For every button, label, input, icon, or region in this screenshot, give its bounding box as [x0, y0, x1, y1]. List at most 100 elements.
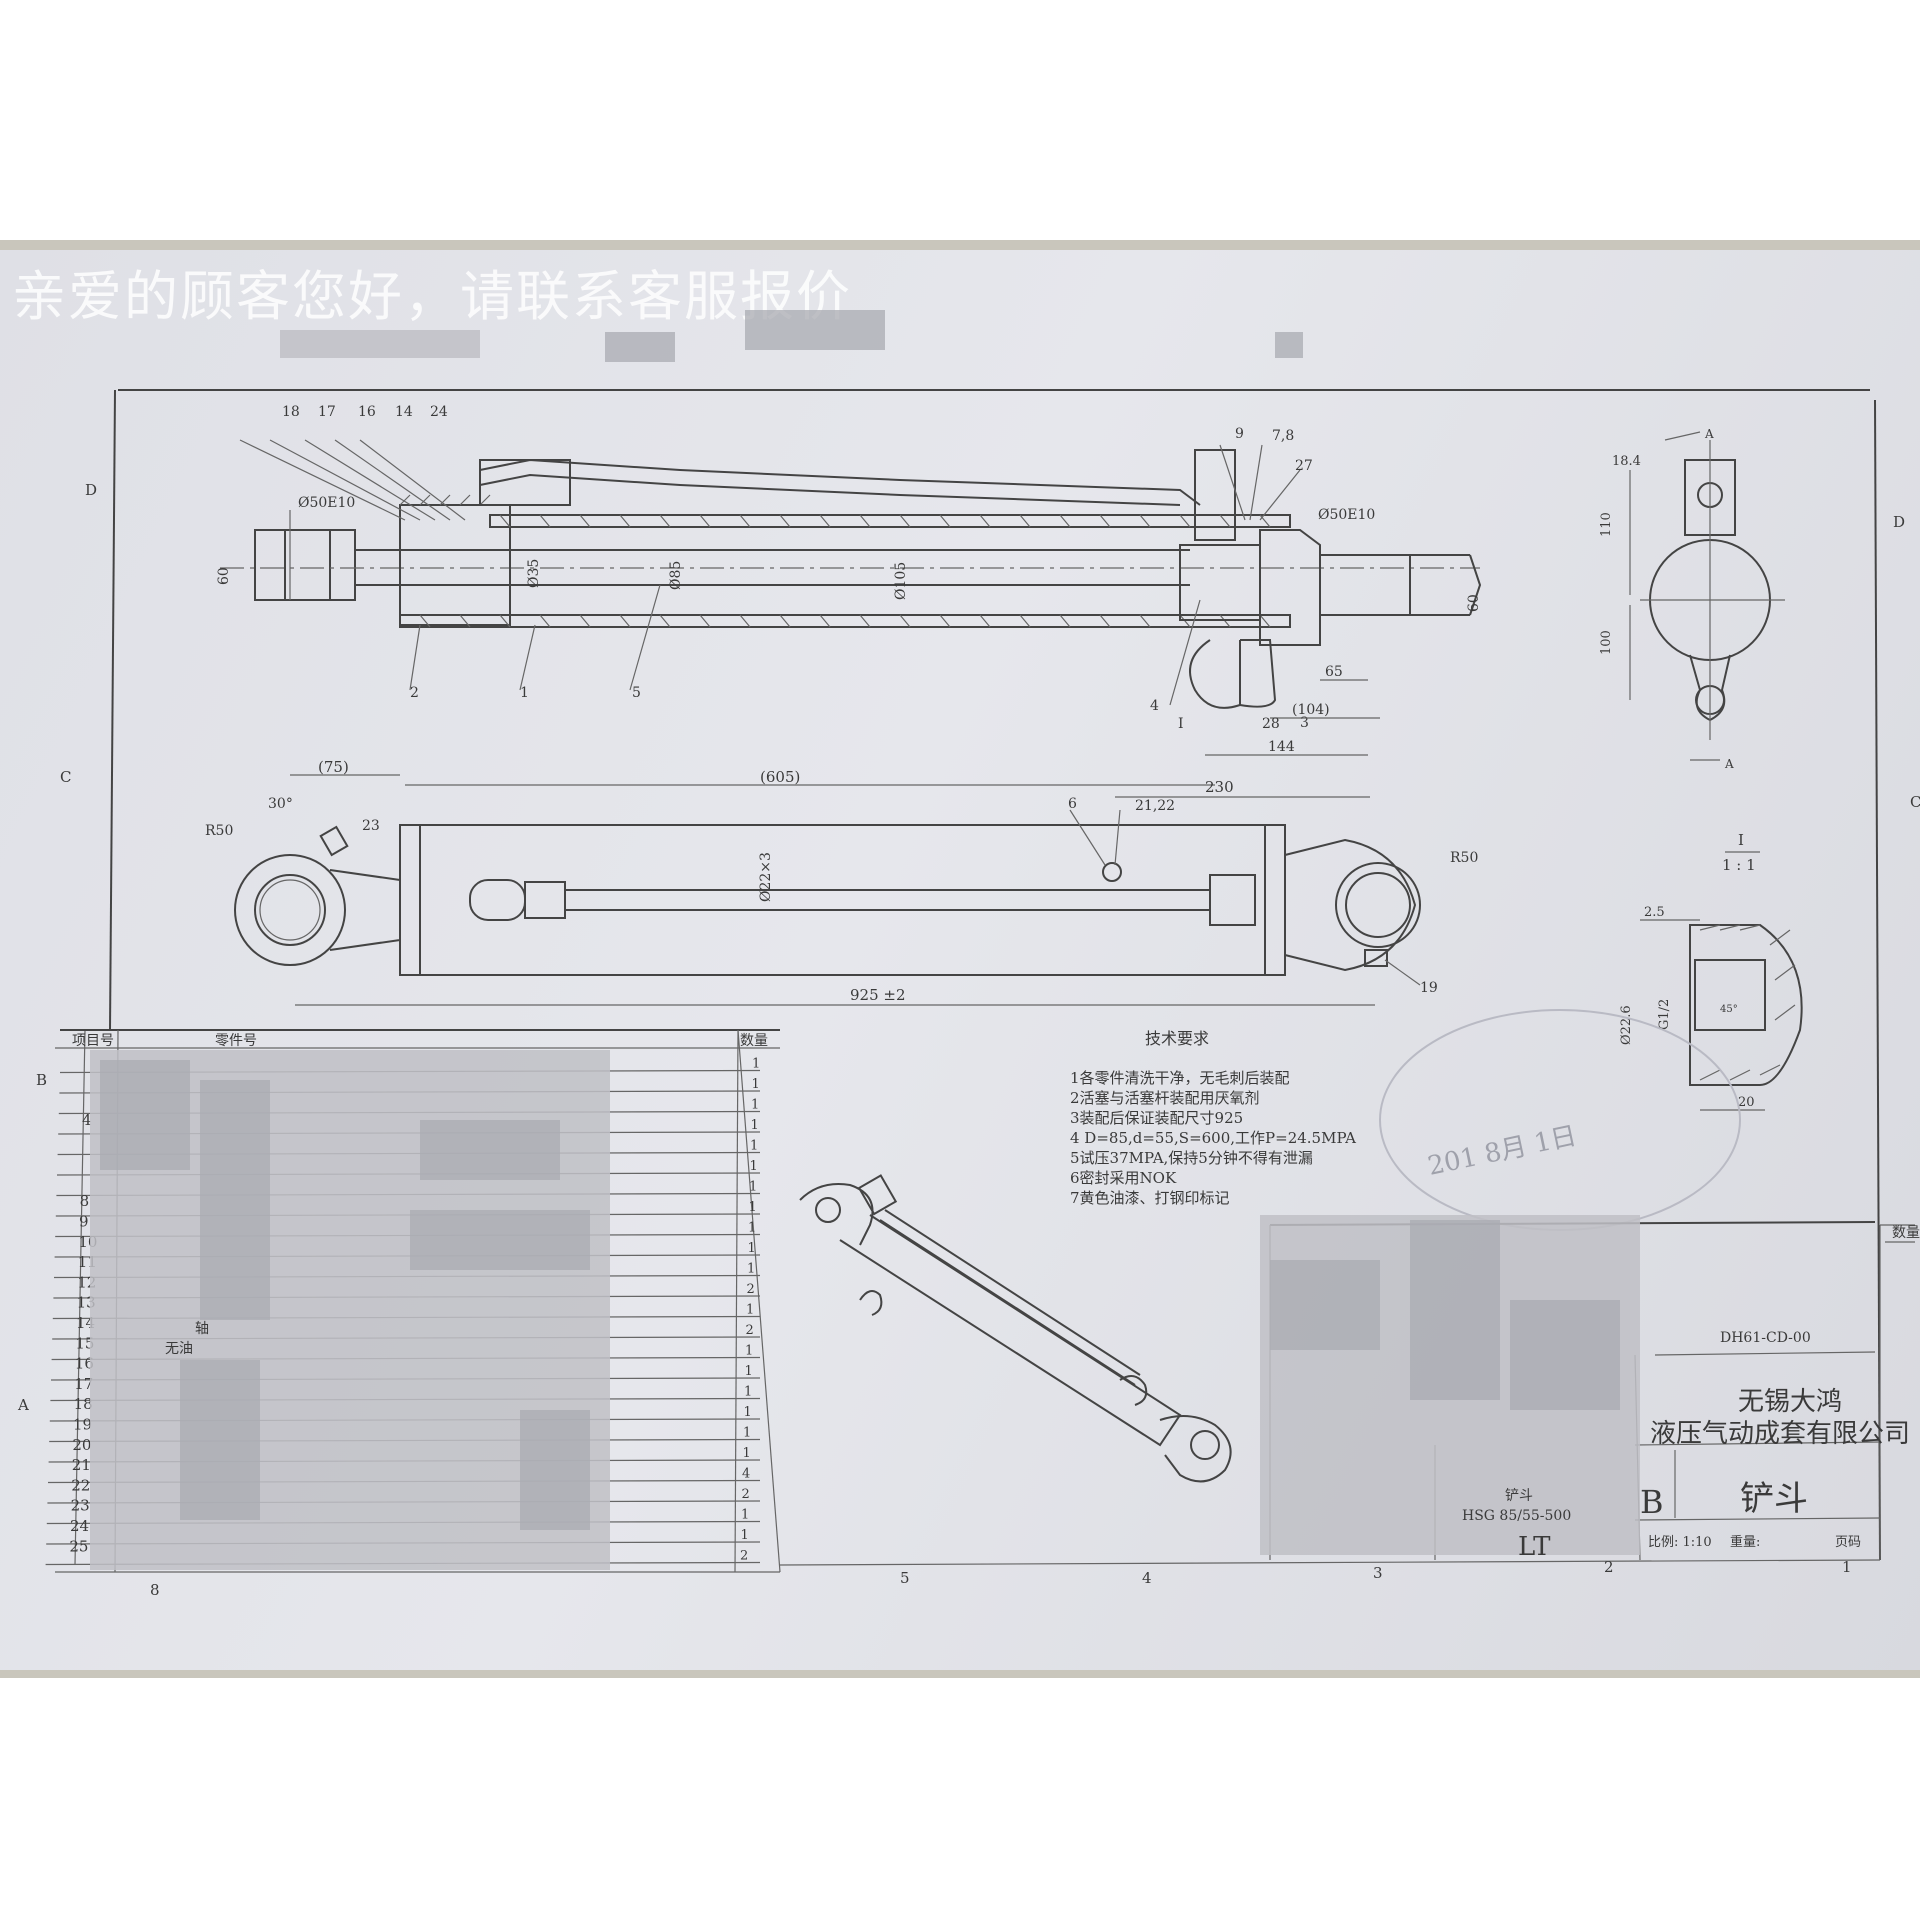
- bom-qty-cell: 1: [749, 1200, 757, 1215]
- tech-line-4: 4 D=85,d=55,S=600,工作P=24.5MPA: [1070, 1129, 1356, 1147]
- dim-g1-2: G1/2: [1657, 999, 1672, 1030]
- small-part-name: 铲斗: [1505, 1488, 1533, 1504]
- bom-partial-text-2: 无油: [165, 1341, 193, 1357]
- zone-number-4: 4: [1142, 1569, 1152, 1587]
- zone-number-2: 2: [1604, 1558, 1614, 1576]
- dim-tube-dia: Ø22×3: [758, 852, 774, 902]
- bom-qty-cell: 1: [752, 1077, 760, 1092]
- piston: [1179, 544, 1261, 621]
- bom-item-cell: 17: [74, 1375, 93, 1393]
- dim-r50-right: R50: [1450, 850, 1478, 866]
- tech-line-5: 5试压37MPA,保持5分钟不得有泄漏: [1070, 1149, 1313, 1167]
- detail-scale: 1 : 1: [1722, 856, 1756, 874]
- blurred-header-4: [1275, 332, 1303, 358]
- bom-item-cell: 15: [75, 1334, 94, 1352]
- dim-110: 110: [1599, 512, 1614, 537]
- clevis-eye-outer: [1335, 862, 1421, 948]
- side-view: 110 100 18.4 A A: [1599, 427, 1785, 771]
- bom-item-cell: 19: [73, 1416, 92, 1434]
- bom-item-cell: 22: [71, 1476, 90, 1494]
- detail-view: I 1 : 1 2.5 Ø22.6 G1/2 45° 20: [1619, 831, 1803, 1111]
- bom-item-cell: 24: [70, 1517, 89, 1535]
- pipe-clamp: [1102, 862, 1122, 882]
- blurred-header-2: [605, 332, 675, 362]
- detail-title: I: [1738, 831, 1744, 849]
- bom-qty-cell: 1: [746, 1303, 754, 1318]
- balloon-27: 27: [1295, 458, 1313, 474]
- tech-line-3: 3装配后保证装配尺寸925: [1070, 1109, 1243, 1127]
- bom-table: 项目号 零件号 数量 11111111111212111111421124891…: [45, 1029, 781, 1573]
- frame-left: [109, 389, 116, 1031]
- balloon-3: 3: [1300, 715, 1309, 731]
- detail-section: [1689, 924, 1803, 1086]
- dim-30-deg: 30°: [268, 796, 293, 812]
- balloon-5: 5: [632, 685, 641, 701]
- bom-header-item: 项目号: [72, 1033, 114, 1049]
- oil-pipe: [479, 458, 1201, 506]
- elevation-view: (75) (605) 230 30° 23 R50 R50 6 21,22 Ø2…: [205, 758, 1478, 1006]
- bom-qty-cell: 1: [751, 1118, 759, 1133]
- company-name-line1: 无锡大鸿: [1738, 1387, 1842, 1417]
- bom-qty-cell: 2: [747, 1282, 755, 1297]
- balloon-9: 9: [1235, 426, 1244, 442]
- bom-item-cell: 9: [79, 1213, 89, 1231]
- bom-qty-cell: 1: [748, 1221, 756, 1236]
- zone-letter-d: D: [85, 481, 97, 499]
- dim-22-6: Ø22.6: [1619, 1005, 1634, 1045]
- dim-bore-left: Ø50E10: [298, 495, 355, 511]
- date-stamp-text: 201 8月 1日: [1425, 1121, 1579, 1182]
- bom-qty-cell: 1: [748, 1241, 756, 1256]
- bom-partial-text-1: 轴: [195, 1321, 209, 1337]
- dim-20: 20: [1738, 1095, 1755, 1110]
- dim-23: 23: [362, 818, 380, 834]
- iso-clevis: [1159, 1415, 1232, 1483]
- rod-eye-outer: [234, 854, 346, 966]
- dim-104: (104): [1292, 702, 1330, 718]
- bom-qty-cell: 1: [751, 1098, 759, 1113]
- dim-100: 100: [1599, 630, 1614, 655]
- zone-letter-a: A: [17, 1396, 29, 1414]
- frame-right: [1874, 399, 1881, 1561]
- detail-port-bore: [1694, 959, 1766, 1031]
- bom-header-qty: 数量: [740, 1033, 768, 1049]
- iso-port-block: [857, 1174, 898, 1216]
- bom-qty-cell: 1: [741, 1528, 749, 1543]
- port-block-right: [1194, 449, 1236, 541]
- blurred-header-1: [280, 330, 480, 358]
- dim-rod-dia: Ø35: [526, 559, 542, 588]
- dim-75: (75): [318, 758, 349, 776]
- bom-item-cell: 21: [72, 1456, 91, 1474]
- section-mark-a-top: A: [1704, 427, 1714, 441]
- dim-144: 144: [1268, 739, 1295, 755]
- title-block: 数量 DH61-CD-00 无锡大鸿 液压气动成套有限公司 B 铲斗 比例: 1…: [1260, 1215, 1920, 1562]
- tech-line-6: 6密封采用NOK: [1070, 1169, 1177, 1187]
- dim-2-5: 2.5: [1644, 905, 1665, 920]
- pipe-fitting-left: [469, 879, 526, 921]
- tech-title: 技术要求: [1145, 1029, 1209, 1048]
- handwritten-mark: LT: [1518, 1532, 1551, 1562]
- bom-qty-cell: 1: [745, 1344, 753, 1359]
- bom-item-cell: 8: [80, 1192, 90, 1210]
- size-letter: B: [1640, 1483, 1664, 1521]
- clevis-eye-inner: [1345, 872, 1411, 938]
- dim-28: 28: [1262, 716, 1280, 732]
- tech-line-2: 2活塞与活塞杆装配用厌氧剂: [1070, 1089, 1260, 1107]
- gland: [399, 504, 511, 626]
- bom-qty-cell: 1: [741, 1508, 749, 1523]
- balloon-18: 18: [282, 404, 300, 420]
- dim-angle: 45°: [1720, 1004, 1738, 1015]
- zone-letter-c-right: C: [1910, 793, 1920, 811]
- dim-18-4: 18.4: [1612, 454, 1641, 469]
- model-number: HSG 85/55-500: [1462, 1508, 1571, 1524]
- bom-qty-cell: 2: [742, 1487, 750, 1502]
- zone-number-5: 5: [900, 1569, 910, 1587]
- blurred-header-3: [745, 310, 885, 350]
- bom-item-cell: 23: [71, 1497, 90, 1515]
- company-name-line2: 液压气动成套有限公司: [1650, 1419, 1910, 1449]
- tech-line-1: 1各零件清洗干净，无毛刺后装配: [1070, 1069, 1290, 1087]
- dim-right-60: 60: [1466, 594, 1482, 612]
- bom-item-cell: 4: [82, 1111, 92, 1129]
- bom-header-part: 零件号: [215, 1033, 257, 1049]
- bom-qty-cell: 1: [744, 1405, 752, 1420]
- watermark-text: 亲爱的顾客您好，请联系客服报价: [12, 265, 852, 328]
